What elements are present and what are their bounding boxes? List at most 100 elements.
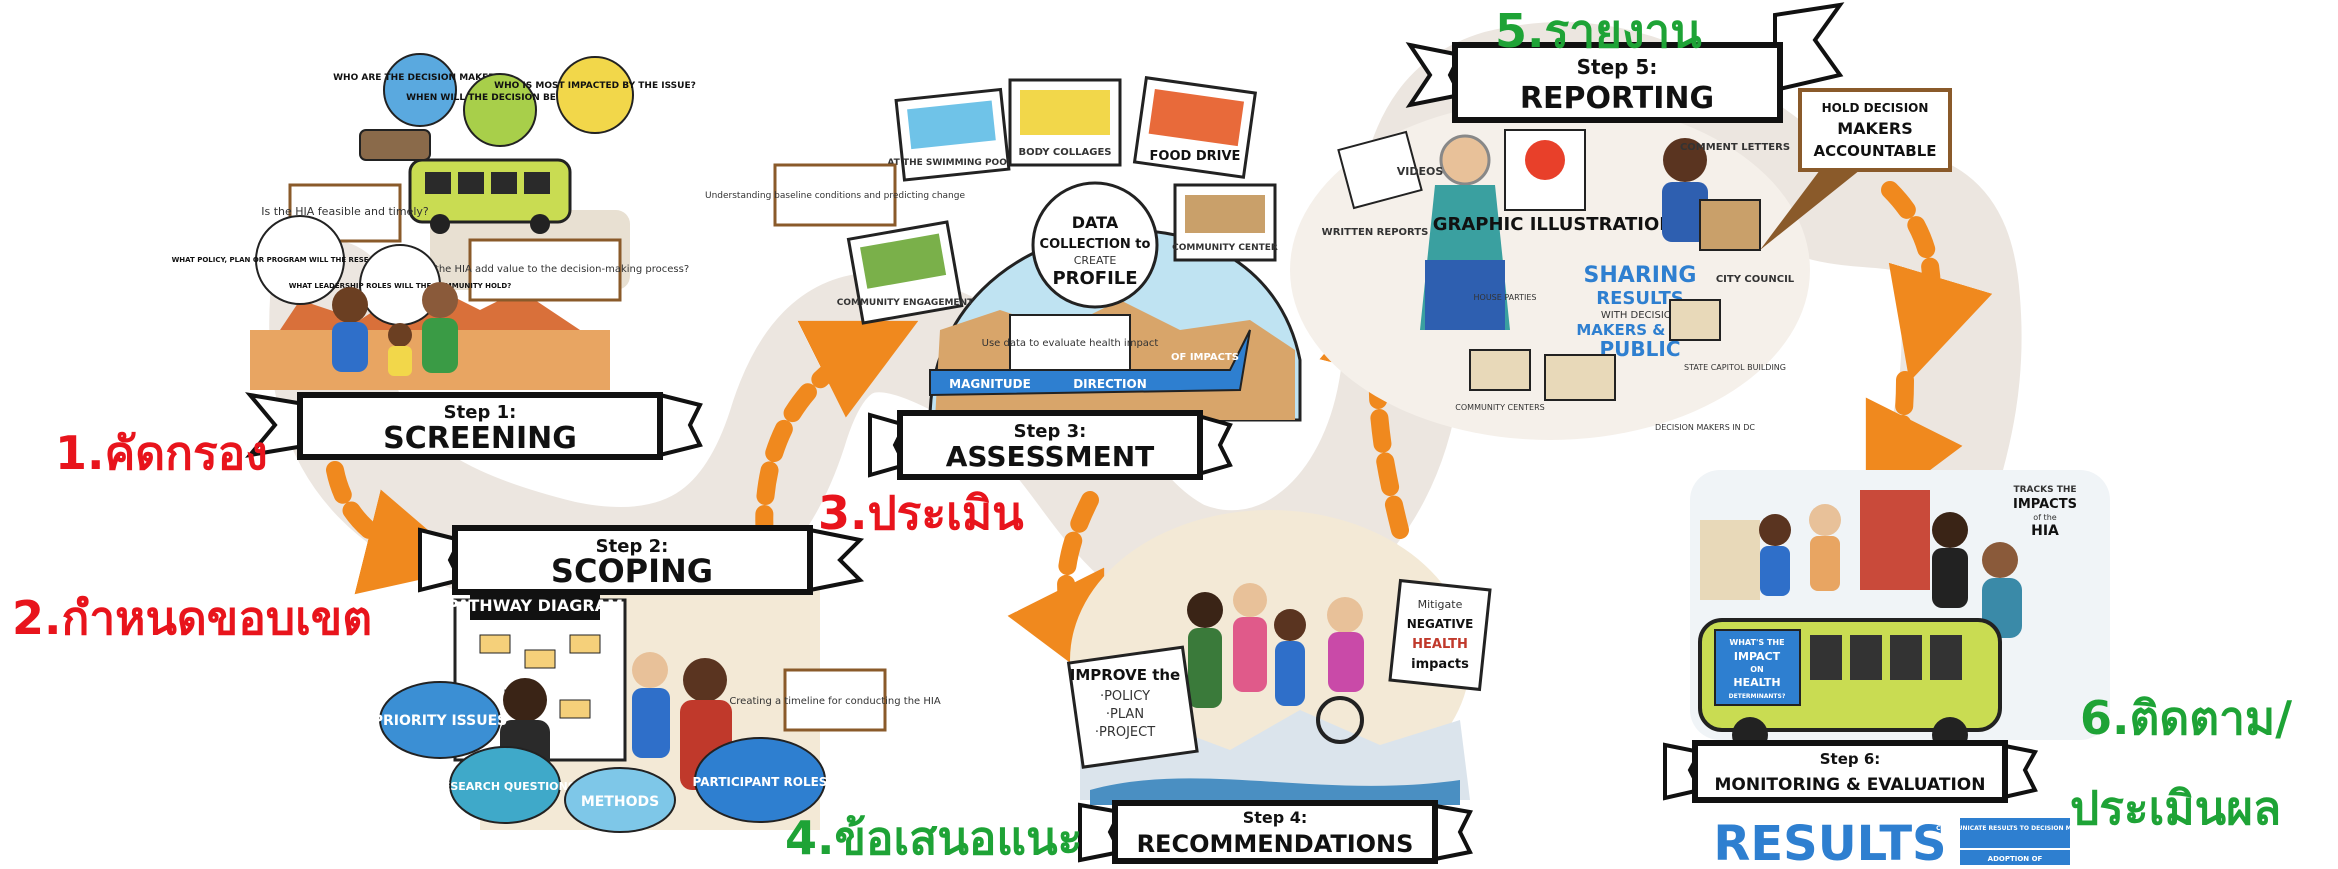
step1-label: Step 1: <box>444 402 517 423</box>
dashed-arrow-icon <box>1865 371 1963 519</box>
thai-step2-label: 2.กำหนดขอบเขต <box>12 591 373 645</box>
item-comment-letters: COMMENT LETTERS <box>1680 142 1790 153</box>
dashed-arrow-icon <box>1881 181 1993 382</box>
thai-step1-label: 1.คัดกรอง <box>55 426 268 480</box>
step6-group: TRACKS THE IMPACTS of the HIA WHAT'S THE… <box>1663 470 2110 869</box>
bubble-icon: WHO IS MOST IMPACTED BY THE ISSUE? <box>494 56 696 134</box>
step6-label: Step 6: <box>1820 750 1881 768</box>
bubble-when-decision: WHEN WILL THE DECISION BE MADE? <box>406 93 594 103</box>
bus-sign-line5: DETERMINANTS? <box>1729 693 1786 700</box>
step4-group: IMPROVE the ·POLICY ·PLAN ·PROJECT Mitig… <box>1066 510 1492 864</box>
bus-icon <box>408 158 572 234</box>
bus-sign-line2: IMPACT <box>1734 650 1781 663</box>
step4-label: Step 4: <box>1243 808 1308 827</box>
ribbon-banner-icon: Step 4: RECOMMENDATIONS <box>1078 800 1473 864</box>
bus-sign-line1: WHAT'S THE <box>1729 638 1784 647</box>
results-tag-adoption: ADOPTION OF <box>1988 855 2043 863</box>
step3-name: ASSESSMENT <box>946 440 1154 473</box>
results-tag-communicate: COMMUNICATE RESULTS TO DECISION MAKERS <box>1936 825 2094 832</box>
place-community-centers: COMMUNITY CENTERS <box>1455 403 1544 412</box>
accountable-line2: MAKERS <box>1837 119 1912 138</box>
center-collection: COLLECTION to <box>1040 237 1151 252</box>
thai-step6-label-line2: ประเมินผล <box>2070 781 2282 835</box>
accountable-line1: HOLD DECISION <box>1822 101 1929 115</box>
step3-group: DATA COLLECTION to CREATE PROFILE AT THE… <box>705 76 1302 480</box>
step1-name: SCREENING <box>383 421 577 456</box>
photo-community-center: COMMUNITY CENTER <box>1172 243 1278 253</box>
ribbon-magnitude: MAGNITUDE <box>949 377 1031 391</box>
thai-step4-label: 4.ข้อเสนอแนะ <box>785 811 1083 865</box>
bubble-decision-makers: WHO ARE THE DECISION MAKERS? <box>333 73 507 83</box>
tracks-line2: IMPACTS <box>2013 497 2077 512</box>
photo-body-collages: BODY COLLAGES <box>1019 147 1112 158</box>
note-baseline: Understanding baseline conditions and pr… <box>705 191 965 201</box>
item-graphic-illustrations: GRAPHIC ILLUSTRATIONS <box>1433 214 1688 235</box>
tracks-line1: TRACKS THE <box>2013 485 2076 495</box>
place-city-council: CITY COUNCIL <box>1716 274 1795 285</box>
mitigate-impacts: impacts <box>1411 657 1469 672</box>
bubble-policy: WHAT POLICY, PLAN OR PROGRAM WILL THE RE… <box>172 256 429 264</box>
step5-label: Step 5: <box>1577 55 1658 79</box>
note-feasible: Is the HIA feasible and timely? <box>261 205 429 218</box>
place-decision-makers-dc: DECISION MAKERS IN DC <box>1655 423 1755 432</box>
ribbon-banner-icon: Step 5: REPORTING <box>1405 2 1845 123</box>
center-profile: PROFILE <box>1052 268 1137 289</box>
improve-plan: ·PLAN <box>1106 707 1144 722</box>
mitigate-title: Mitigate <box>1418 598 1463 611</box>
photo-swimming-pool: AT THE SWIMMING POOL <box>887 158 1012 168</box>
step5-group: WRITTEN REPORTS VIDEOS GRAPHIC ILLUSTRAT… <box>1290 2 1952 440</box>
improve-policy: ·POLICY <box>1100 689 1150 704</box>
bubble-participant-roles: PARTICIPANT ROLES <box>693 775 828 789</box>
ribbon-banner-icon: Step 1: SCREENING <box>245 392 703 460</box>
ribbon-banner-icon: Step 3: ASSESSMENT <box>868 410 1233 480</box>
sharing-results: RESULTS <box>1596 288 1683 309</box>
tracks-line3: of the <box>2033 513 2056 522</box>
dashed-arrow-icon <box>1007 491 1105 689</box>
results-title: RESULTS <box>1713 816 1946 865</box>
car <box>359 129 431 161</box>
bubble-priority-issues: PRIORITY ISSUES <box>373 713 507 729</box>
bubble-research-questions: RESEARCH QUESTIONS <box>434 780 575 793</box>
bubble-methods: METHODS <box>581 794 659 810</box>
thai-step5-label: 5.รายงาน <box>1495 4 1702 58</box>
improve-project: ·PROJECT <box>1095 725 1155 740</box>
ribbon-direction: DIRECTION <box>1073 377 1147 391</box>
ribbon-of-impacts: OF IMPACTS <box>1171 352 1239 363</box>
bubble-icon: WHEN WILL THE DECISION BE MADE? <box>406 73 594 147</box>
bus-sign-line4: HEALTH <box>1733 676 1780 689</box>
sharing-title: SHARING <box>1584 263 1697 288</box>
place-state-capitol: STATE CAPITOL BUILDING <box>1684 363 1786 372</box>
accountable-line3: ACCOUNTABLE <box>1813 142 1936 160</box>
step5-name: REPORTING <box>1520 81 1714 116</box>
item-videos: VIDEOS <box>1397 165 1444 178</box>
ribbon-banner-icon: Step 6: MONITORING & EVALUATION <box>1663 740 2039 803</box>
step1-group: WHO ARE THE DECISION MAKERS? WHEN WILL T… <box>172 53 703 460</box>
center-create: CREATE <box>1074 254 1117 267</box>
note-add-value: Would the HIA add value to the decision-… <box>401 264 689 275</box>
mitigate-health: HEALTH <box>1412 637 1468 652</box>
note-evaluate: Use data to evaluate health impact <box>982 338 1159 349</box>
step2-name: SCOPING <box>551 552 713 590</box>
dashed-arrow-icon <box>326 461 473 595</box>
step3-label: Step 3: <box>1014 421 1087 442</box>
dashed-arrow-icon <box>755 320 919 549</box>
sharing-with: WITH DECISION <box>1601 310 1679 321</box>
photo-community-engagement: COMMUNITY ENGAGEMENT <box>837 298 974 308</box>
center-data: DATA <box>1072 213 1119 232</box>
bubble-most-impacted: WHO IS MOST IMPACTED BY THE ISSUE? <box>494 81 696 91</box>
thai-step6-label-line1: 6.ติดตาม/ <box>2080 691 2293 745</box>
step2-label: Step 2: <box>596 536 669 557</box>
thai-step3-label: 3.ประเมิน <box>818 486 1024 540</box>
place-house-parties: HOUSE PARTIES <box>1474 293 1537 302</box>
bubble-icon: WHO ARE THE DECISION MAKERS? <box>333 53 507 127</box>
note-timeline: Creating a timeline for conducting the H… <box>729 696 941 707</box>
pathway-diagram-title: PATHWAY DIAGRAM <box>447 596 623 615</box>
mitigate-negative: NEGATIVE <box>1407 617 1474 631</box>
step4-name: RECOMMENDATIONS <box>1137 830 1414 858</box>
improve-title: IMPROVE the <box>1070 666 1181 684</box>
step2-group: PATHWAY DIAGRAM Creating a timeline for … <box>373 525 941 833</box>
step6-name: MONITORING & EVALUATION <box>1715 775 1986 795</box>
tracks-line4: HIA <box>2031 523 2059 539</box>
